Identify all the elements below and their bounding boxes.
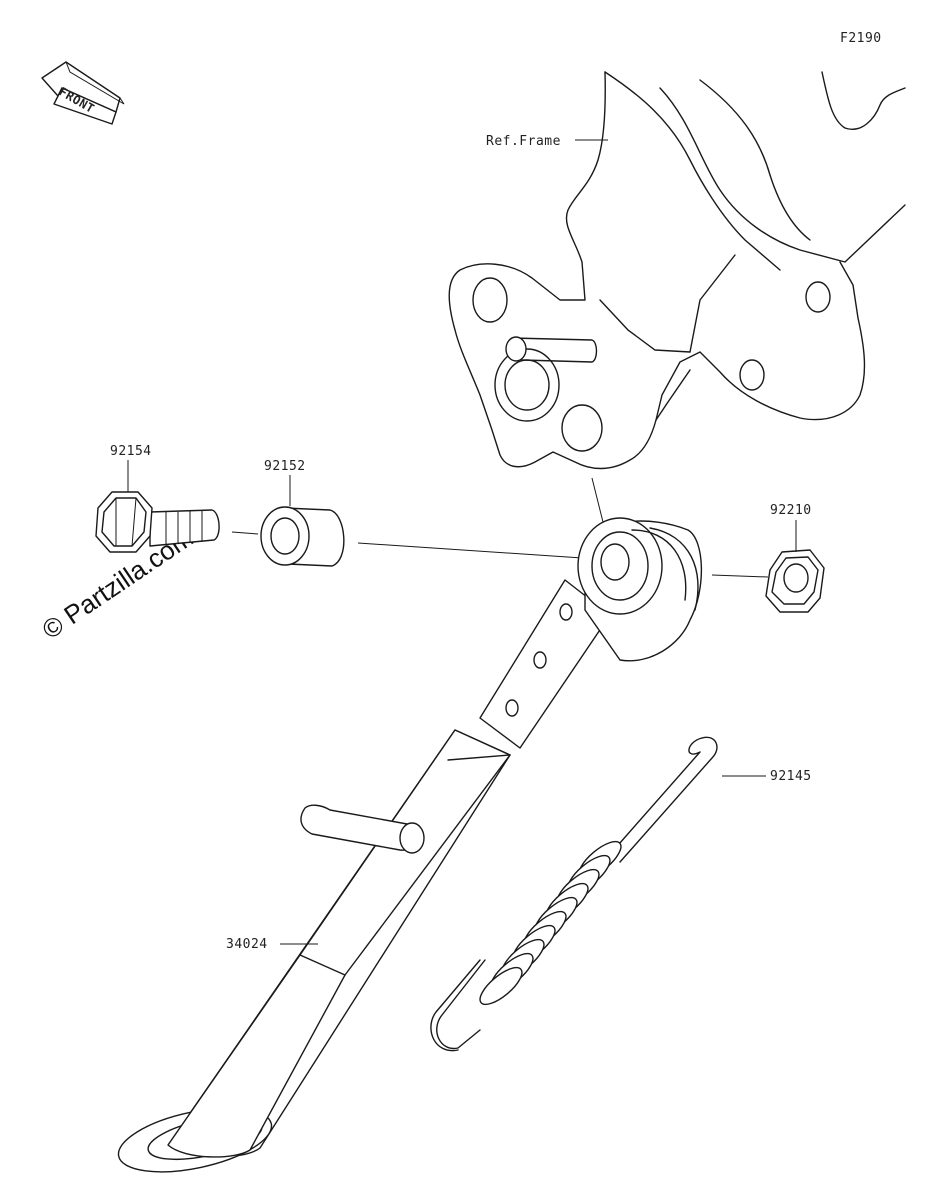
figure-code: F2190 bbox=[840, 31, 882, 46]
side-stand-34024 bbox=[117, 517, 703, 1173]
part-label-side-stand: 34024 bbox=[226, 937, 268, 952]
part-label-spring: 92145 bbox=[770, 769, 812, 784]
spring-92145 bbox=[430, 736, 718, 1052]
reference-label: Ref.Frame bbox=[486, 134, 561, 149]
frame-link-line bbox=[591, 477, 604, 523]
bolt-92154 bbox=[95, 491, 220, 553]
frame-reference bbox=[448, 71, 906, 470]
collar-92152 bbox=[260, 506, 345, 567]
pivot-axis-line bbox=[231, 531, 259, 535]
front-arrow-icon: FRONT bbox=[41, 61, 125, 125]
part-label-bolt: 92154 bbox=[110, 444, 152, 459]
part-label-collar: 92152 bbox=[264, 459, 306, 474]
part-label-nut: 92210 bbox=[770, 503, 812, 518]
pivot-axis-line-2 bbox=[357, 542, 613, 561]
pivot-axis-line-3 bbox=[711, 574, 769, 578]
nut-92210 bbox=[765, 549, 825, 613]
spring-coils bbox=[479, 840, 622, 1006]
